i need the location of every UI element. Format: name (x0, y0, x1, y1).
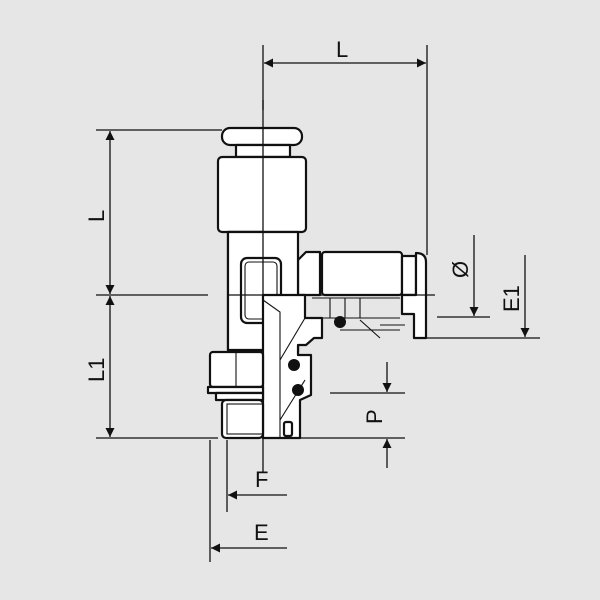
label-hex-width: E (254, 520, 269, 545)
centerlines (96, 100, 435, 472)
dimension-length-top: L (262, 37, 428, 255)
dimension-length-thread: L1 (84, 296, 218, 439)
dimension-thread-pitch: P (300, 362, 405, 468)
dimension-length-side: L (84, 129, 222, 294)
label-length-side: L (84, 210, 109, 222)
dimension-hex-width: E (209, 440, 287, 562)
label-diameter: Ø (448, 261, 473, 278)
label-across-flats: F (255, 467, 268, 492)
label-length-top: L (336, 37, 348, 62)
label-offset: E1 (499, 285, 524, 312)
dimension-offset: E1 (418, 255, 540, 339)
fitting-body (206, 126, 428, 440)
dimension-diameter: Ø (437, 235, 490, 318)
label-length-thread: L1 (84, 358, 109, 382)
label-thread-pitch: P (362, 409, 387, 424)
dimension-across-flats: F (226, 440, 287, 512)
